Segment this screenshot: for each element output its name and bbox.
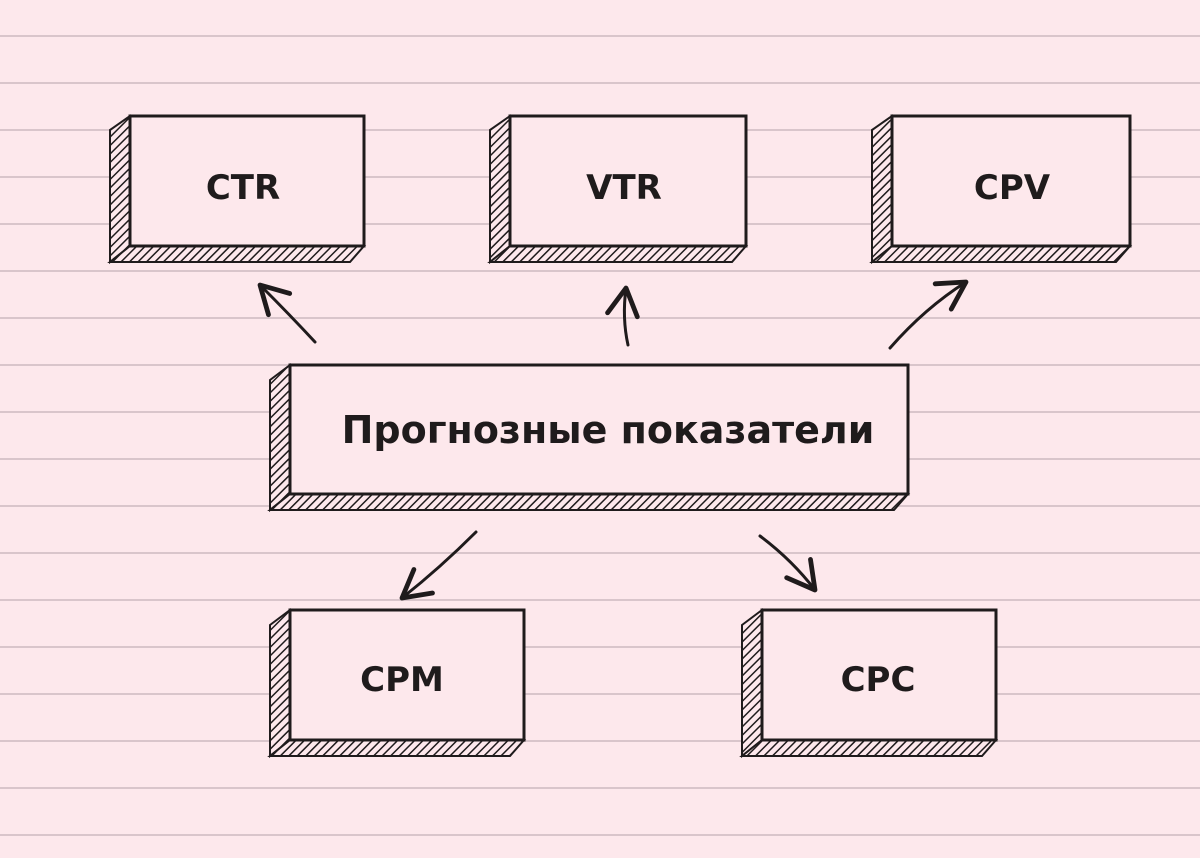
node-cpv: CPV [869, 114, 1133, 265]
node-cpc: CPC [739, 608, 999, 759]
node-cpm: CPM [267, 608, 527, 759]
arrow-to-cpc [758, 534, 818, 593]
node-vtr: VTR [487, 114, 749, 265]
arrow-to-cpm [399, 530, 478, 601]
node-cpc-label: CPC [841, 660, 916, 700]
arrow-to-vtr [605, 285, 640, 347]
node-center-label: Прогнозные показатели [342, 408, 875, 452]
node-cpm-label: CPM [360, 660, 444, 700]
node-ctr-label: CTR [206, 168, 280, 208]
node-ctr: CTR [107, 114, 367, 265]
node-center: Прогнозные показатели [267, 363, 911, 513]
arrow-to-cpv [888, 279, 969, 350]
arrow-to-ctr [257, 282, 317, 344]
node-vtr-label: VTR [586, 168, 662, 208]
node-cpv-label: CPV [974, 168, 1051, 208]
